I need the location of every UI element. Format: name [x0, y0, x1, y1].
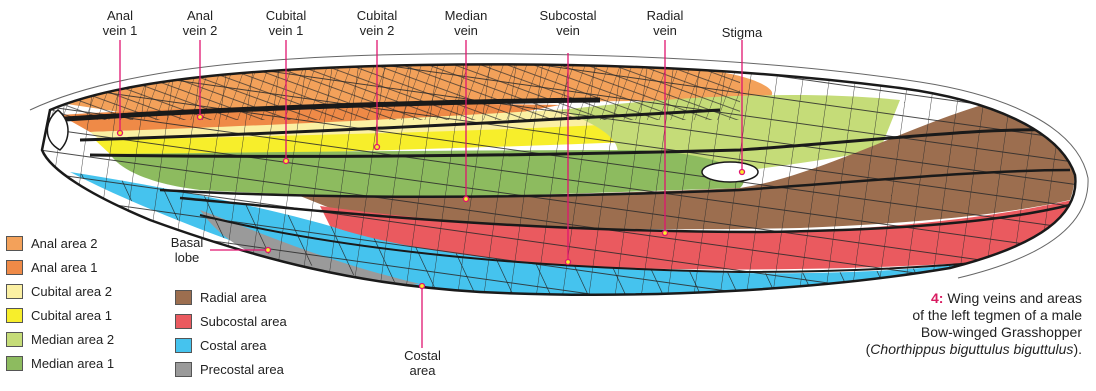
label-median-vein: Median vein — [436, 8, 496, 38]
legend-label-costal-area: Costal area — [200, 338, 266, 353]
legend-swatch-anal-area-2 — [6, 236, 23, 251]
caption-line-1: 4: Wing veins and areas — [782, 290, 1082, 307]
legend-label-subcostal-area: Subcostal area — [200, 314, 287, 329]
legend-swatch-median-area-2 — [6, 332, 23, 347]
pointer-dot-median-vein — [464, 197, 469, 202]
caption-close-paren: ). — [1073, 341, 1082, 357]
label-cubital-vein-2: Cubital vein 2 — [347, 8, 407, 38]
label-basal-lobe-line2: lobe — [162, 250, 212, 265]
legend-label-anal-area-1: Anal area 1 — [31, 260, 98, 275]
pointer-dot-cubital-vein-1 — [284, 159, 289, 164]
label-costal-area-line1: Costal — [395, 348, 450, 363]
legend-swatch-subcostal-area — [175, 314, 192, 329]
pointer-dot-radial-vein — [663, 231, 668, 236]
pointer-dot-basal-lobe — [266, 248, 271, 253]
legend-item-subcostal-area: Subcostal area — [175, 314, 287, 329]
label-median-vein-line1: Median — [436, 8, 496, 23]
legend-item-costal-area: Costal area — [175, 338, 266, 353]
legend-swatch-costal-area — [175, 338, 192, 353]
legend-label-median-area-1: Median area 1 — [31, 356, 114, 371]
caption-line1-text: Wing veins and areas — [947, 290, 1082, 306]
legend-item-cubital-area-2: Cubital area 2 — [6, 284, 112, 299]
label-median-vein-line2: vein — [436, 23, 496, 38]
legend-swatch-cubital-area-2 — [6, 284, 23, 299]
label-radial-vein: Radial vein — [640, 8, 690, 38]
legend-swatch-precostal-area — [175, 362, 192, 377]
legend-label-precostal-area: Precostal area — [200, 362, 284, 377]
legend-label-radial-area: Radial area — [200, 290, 267, 305]
pointer-dot-costal-area — [420, 284, 425, 289]
legend-swatch-radial-area — [175, 290, 192, 305]
label-stigma-line1: Stigma — [712, 25, 772, 40]
label-anal-vein-2-line2: vein 2 — [175, 23, 225, 38]
caption-number: 4: — [931, 290, 943, 306]
label-cubital-vein-2-line1: Cubital — [347, 8, 407, 23]
legend-label-cubital-area-2: Cubital area 2 — [31, 284, 112, 299]
label-stigma: Stigma — [712, 25, 772, 40]
legend-swatch-median-area-1 — [6, 356, 23, 371]
label-costal-area-line2: area — [395, 363, 450, 378]
legend-swatch-cubital-area-1 — [6, 308, 23, 323]
legend-label-median-area-2: Median area 2 — [31, 332, 114, 347]
label-cubital-vein-1-line1: Cubital — [256, 8, 316, 23]
label-subcostal-vein-line1: Subcostal — [533, 8, 603, 23]
caption-species: Chorthippus biguttulus biguttulus — [870, 341, 1073, 357]
label-cubital-vein-1-line2: vein 1 — [256, 23, 316, 38]
label-cubital-vein-1: Cubital vein 1 — [256, 8, 316, 38]
figure-caption: 4: Wing veins and areas of the left tegm… — [782, 290, 1082, 358]
caption-line-3: Bow-winged Grasshopper — [782, 324, 1082, 341]
label-cubital-vein-2-line2: vein 2 — [347, 23, 407, 38]
legend-item-median-area-1: Median area 1 — [6, 356, 114, 371]
label-anal-vein-2-line1: Anal — [175, 8, 225, 23]
legend-item-precostal-area: Precostal area — [175, 362, 284, 377]
label-anal-vein-1-line1: Anal — [95, 8, 145, 23]
legend-label-cubital-area-1: Cubital area 1 — [31, 308, 112, 323]
caption-line-4: (Chorthippus biguttulus biguttulus). — [782, 341, 1082, 358]
pointer-dot-cubital-vein-2 — [375, 145, 380, 150]
label-costal-area: Costal area — [395, 348, 450, 378]
label-radial-vein-line1: Radial — [640, 8, 690, 23]
legend-swatch-anal-area-1 — [6, 260, 23, 275]
legend-item-radial-area: Radial area — [175, 290, 267, 305]
stigma — [702, 162, 758, 182]
label-anal-vein-1: Anal vein 1 — [95, 8, 145, 38]
label-basal-lobe: Basal lobe — [162, 235, 212, 265]
legend-item-anal-area-2: Anal area 2 — [6, 236, 98, 251]
label-subcostal-vein: Subcostal vein — [533, 8, 603, 38]
legend-item-cubital-area-1: Cubital area 1 — [6, 308, 112, 323]
label-basal-lobe-line1: Basal — [162, 235, 212, 250]
caption-line-2: of the left tegmen of a male — [782, 307, 1082, 324]
pointer-dot-stigma — [740, 170, 745, 175]
legend-item-anal-area-1: Anal area 1 — [6, 260, 98, 275]
label-subcostal-vein-line2: vein — [533, 23, 603, 38]
label-anal-vein-2: Anal vein 2 — [175, 8, 225, 38]
legend-label-anal-area-2: Anal area 2 — [31, 236, 98, 251]
legend-item-median-area-2: Median area 2 — [6, 332, 114, 347]
pointer-dot-subcostal-vein — [566, 260, 571, 265]
label-radial-vein-line2: vein — [640, 23, 690, 38]
label-anal-vein-1-line2: vein 1 — [95, 23, 145, 38]
pointer-dot-anal-vein-2 — [198, 115, 203, 120]
pointer-dot-anal-vein-1 — [118, 131, 123, 136]
